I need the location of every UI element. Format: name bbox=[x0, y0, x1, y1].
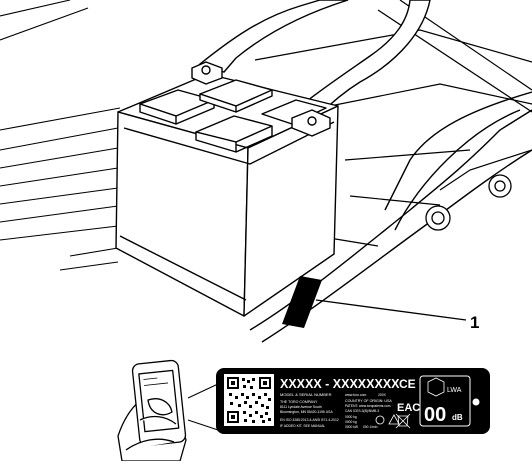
frame-bolts bbox=[425, 174, 512, 231]
hand-with-phone bbox=[117, 359, 187, 462]
weight-value-1: 0000 kg bbox=[345, 415, 357, 419]
model-serial-label: MODEL & SERIAL NUMBER bbox=[280, 392, 332, 397]
company-address-2: Bloomington, MN 55420-1196 USA bbox=[280, 410, 333, 414]
cab-code: CAN ICES-3(B)/NMB-3 bbox=[345, 409, 379, 413]
website: www.toro.com bbox=[345, 393, 366, 397]
country-of-origin: COUNTRY OF ORIGIN: USA bbox=[345, 399, 392, 403]
company-name: THE TORO COMPANY bbox=[280, 400, 318, 404]
sound-hexagon-icon bbox=[427, 377, 445, 397]
ce-mark: CE bbox=[399, 377, 416, 391]
callout-leader bbox=[315, 299, 467, 321]
rpm-value: 000 1/min bbox=[363, 425, 378, 429]
decal-location-mark bbox=[282, 276, 322, 328]
if-added-kit: IF ADDED KIT, SEE MANUAL bbox=[280, 424, 325, 428]
frame-rails bbox=[0, 0, 121, 271]
sound-power-box bbox=[419, 375, 471, 427]
eac-mark: EAC bbox=[397, 402, 420, 414]
power-value: 0000 kW bbox=[345, 425, 359, 429]
serial-plate-body bbox=[216, 368, 490, 434]
plate-rivet-icon bbox=[472, 398, 480, 406]
company-address-1: 8111 Lyndale Avenue South bbox=[280, 405, 322, 409]
sound-value: 00 bbox=[424, 404, 446, 426]
standard-line: EN ISO 3285:2013 & ANSI B71.4-2012 bbox=[280, 418, 339, 422]
qr-modules bbox=[227, 377, 271, 423]
year: 200X bbox=[378, 393, 387, 397]
sound-unit: dB bbox=[452, 413, 463, 422]
weight-value-2: 0000 kg bbox=[345, 420, 357, 424]
wheelie-bin-icon bbox=[395, 413, 411, 429]
callout-number: 1 bbox=[470, 313, 479, 332]
warning-triangle-icon bbox=[388, 414, 400, 425]
frame-edge bbox=[439, 149, 532, 191]
patent: PATENT: www.toropatents.com bbox=[345, 404, 391, 408]
recycle-icon bbox=[375, 415, 385, 425]
scan-line bbox=[187, 419, 219, 431]
sound-label: LWA bbox=[447, 387, 462, 394]
serial-plate: XXXXX - XXXXXXXX MODEL & SERIAL NUMBER T… bbox=[216, 368, 490, 434]
model-serial-code: XXXXX - XXXXXXXX bbox=[280, 377, 400, 391]
scan-line bbox=[187, 383, 219, 399]
battery bbox=[115, 61, 339, 317]
